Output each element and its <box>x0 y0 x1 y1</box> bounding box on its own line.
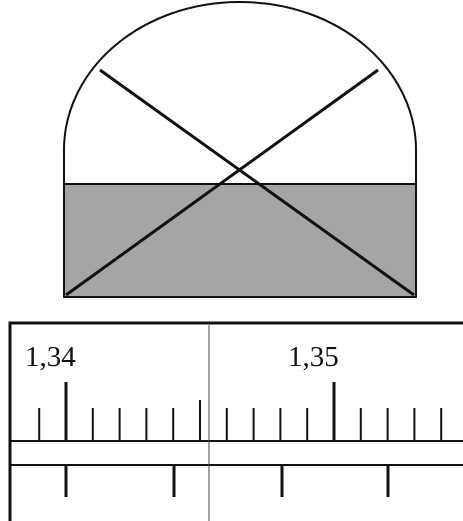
field-outline <box>63 0 417 298</box>
refractive-index-scale: 1,34 1,35 <box>8 321 463 521</box>
field-of-view <box>63 0 417 298</box>
scale-frame <box>8 321 463 521</box>
field-shaded-region <box>64 184 416 297</box>
crosshair-line-a <box>99 68 415 297</box>
upper-tick-marks <box>38 382 443 441</box>
field-light-region <box>64 2 416 184</box>
scale-label-1-34: 1,34 <box>25 341 76 373</box>
crosshair-line-b <box>65 68 379 297</box>
scale-label-1-35: 1,35 <box>288 341 339 373</box>
lower-tick-marks <box>64 465 390 497</box>
